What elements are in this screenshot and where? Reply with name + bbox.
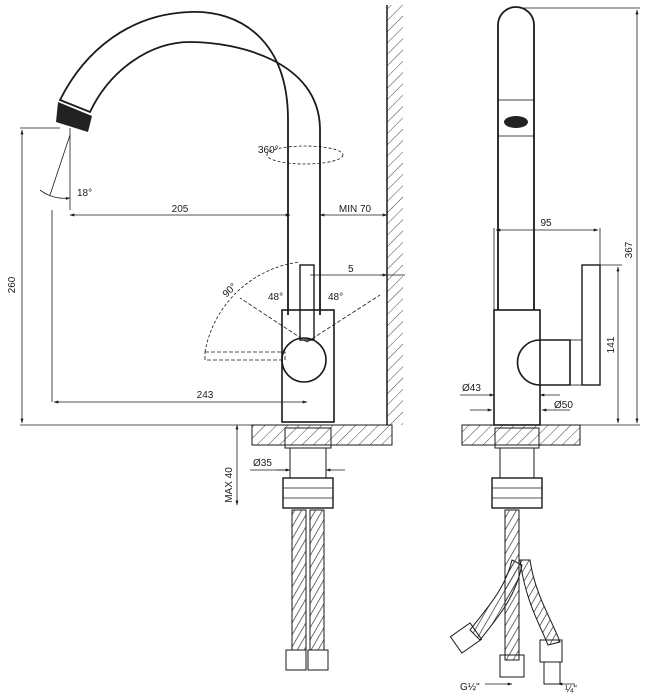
dim-lever-left: 48° xyxy=(268,292,283,303)
dim-offset: 5 xyxy=(348,264,354,275)
side-worktop xyxy=(461,424,581,446)
hose-left xyxy=(291,509,307,651)
side-lever-hub xyxy=(516,339,571,386)
dim-reach: 205 xyxy=(172,204,189,215)
dim-total-height: 367 xyxy=(624,241,635,258)
wall xyxy=(386,5,403,425)
side-view: 95 367 141 Ø43 Ø50 G½" ¼" xyxy=(449,6,640,695)
dim-deck-thickness: MAX 40 xyxy=(224,467,235,503)
front-view: 260 18° 205 MIN 70 360° 5 90° 48° 48° 24… xyxy=(7,5,405,671)
dim-lever-right: 48° xyxy=(328,292,343,303)
swivel-indicator xyxy=(266,145,344,165)
lever-handle xyxy=(299,264,315,341)
shank xyxy=(289,447,327,479)
dim-thread-hose: ¼" xyxy=(565,683,577,695)
hose-right xyxy=(309,509,325,651)
side-spout xyxy=(497,6,535,310)
spout xyxy=(58,11,321,315)
dim-lever-range: 90° xyxy=(221,281,239,299)
dim-spout-tilt: 18° xyxy=(77,188,92,199)
aerator xyxy=(56,102,92,132)
dim-spout-offset: 95 xyxy=(540,218,552,229)
side-aerator xyxy=(504,116,528,128)
faucet-body xyxy=(281,309,335,423)
dim-thread-main: G½" xyxy=(460,682,480,693)
dim-hole-diameter: Ø35 xyxy=(253,458,272,469)
side-hose-right xyxy=(519,559,561,646)
side-lever xyxy=(581,264,601,386)
dim-swivel: 360° xyxy=(258,145,279,156)
dim-base-diameter: Ø50 xyxy=(554,400,573,411)
dim-lever-height: 141 xyxy=(606,336,617,353)
dim-span: 243 xyxy=(197,390,214,401)
dim-height: 260 xyxy=(7,276,18,293)
side-body xyxy=(493,309,541,426)
dim-body-diameter: Ø43 xyxy=(462,383,481,394)
mounting-nut xyxy=(282,477,334,509)
lever-hub xyxy=(281,337,327,383)
dim-wall-clearance: MIN 70 xyxy=(339,204,372,215)
